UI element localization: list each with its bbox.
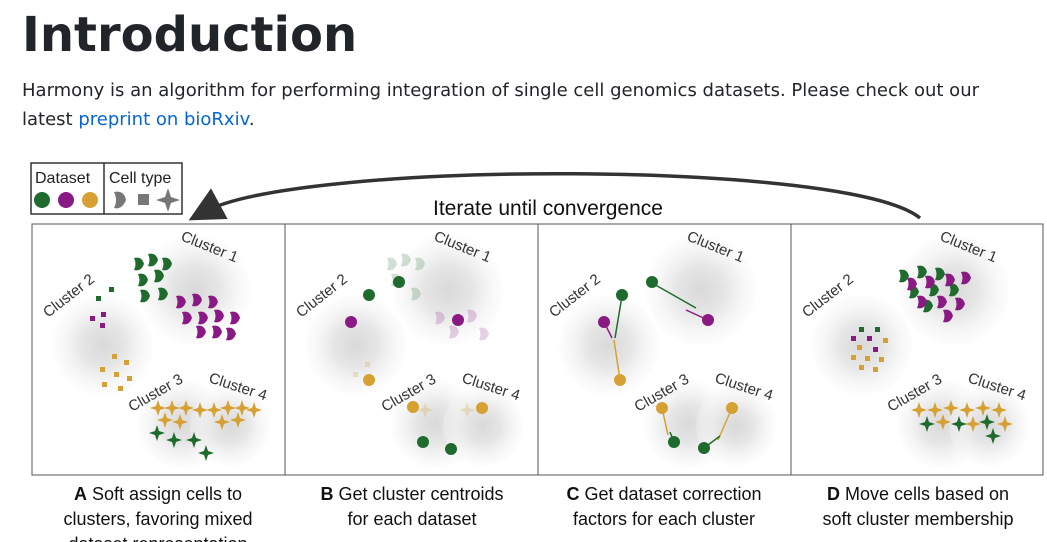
- centroid-dot: [445, 443, 457, 455]
- centroid-dot: [407, 401, 419, 413]
- intro-paragraph: Harmony is an algorithm for performing i…: [22, 76, 1032, 134]
- centroid-dot: [393, 276, 405, 288]
- caption-a-line1: A Soft assign cells to: [74, 484, 242, 504]
- legend-celltype-label: Cell type: [109, 170, 171, 187]
- caption-a-line3: dataset representation: [68, 534, 247, 542]
- caption-c-line2: factors for each cluster: [573, 509, 755, 529]
- intro-end: .: [248, 109, 255, 130]
- legend-dataset-purple-dot: [58, 192, 74, 208]
- centroid-dot: [476, 402, 488, 414]
- figure-legend: Dataset Cell type: [30, 162, 183, 215]
- legend-dataset-green-dot: [34, 192, 50, 208]
- celltype-blob-icon: [114, 191, 126, 209]
- iterate-label: Iterate until convergence: [433, 197, 663, 220]
- centroid-dot: [363, 374, 375, 386]
- legend-dataset-gold-dot: [82, 192, 98, 208]
- panel-captions: A Soft assign cells to clusters, favorin…: [63, 484, 1013, 542]
- preprint-link[interactable]: preprint on bioRxiv: [78, 109, 249, 130]
- celltype-square-icon: [138, 194, 149, 205]
- legend-box: [30, 162, 183, 215]
- cluster-halo: [53, 295, 153, 395]
- panel-d: Cluster 1 Cluster 2 Cluster 3 Cluster 4: [799, 228, 1029, 468]
- centroid-dot: [363, 289, 375, 301]
- caption-d-line1: D Move cells based on: [827, 484, 1009, 504]
- page-title: Introduction: [22, 7, 358, 63]
- intro-text: Harmony is an algorithm for performing i…: [22, 80, 980, 130]
- caption-b-line1: B Get cluster centroids: [320, 484, 503, 504]
- caption-b-line2: for each dataset: [347, 509, 476, 529]
- iterate-arrow: [188, 172, 922, 221]
- harmony-figure: Dataset Cell type Iterate until converge…: [30, 162, 1044, 542]
- caption-a-line2: clusters, favoring mixed: [63, 509, 252, 529]
- caption-d-line2: soft cluster membership: [822, 509, 1013, 529]
- caption-c-line1: C Get dataset correction: [566, 484, 761, 504]
- panel-c: Cluster 1 Cluster 2 Cluster 3 Cluster 4: [546, 228, 776, 468]
- panel-b: Cluster 1 Cluster 2 Cluster 3 Cluster 4: [293, 228, 523, 468]
- centroid-dot: [345, 316, 357, 328]
- centroid-dot: [452, 314, 464, 326]
- centroid-dot: [417, 436, 429, 448]
- panel-a: Cluster 1 Cluster 2 Cluster 3 Cluster 4: [40, 228, 270, 468]
- celltype-star-icon: [156, 188, 180, 212]
- legend-dataset-label: Dataset: [35, 170, 91, 187]
- cluster-halo: [190, 386, 270, 466]
